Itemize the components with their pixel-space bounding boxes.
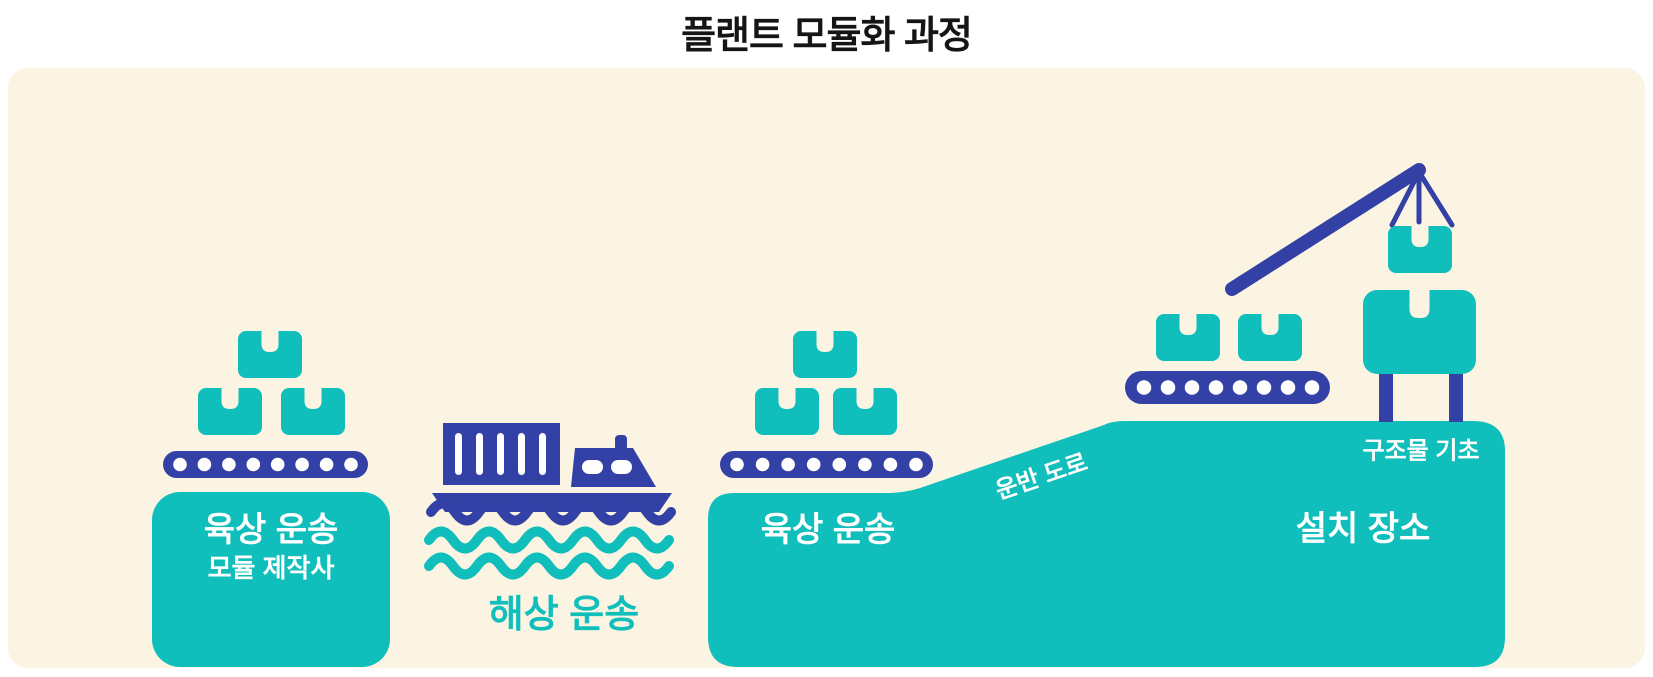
factory-stage-sublabel: 모듈 제작사 [208, 553, 335, 583]
conveyor-belt-icon [720, 451, 933, 478]
hanging-box [1388, 226, 1452, 273]
factory-stage: 육상 운송 모듈 제작사 [152, 331, 390, 667]
factory-block [152, 492, 390, 667]
sea-stage: 해상 운송 [429, 423, 672, 636]
sea-stage-label: 해상 운송 [489, 594, 639, 636]
site-stage: 구조물 기초 설치 장소 [1125, 163, 1480, 548]
conveyor-belt-icon [1125, 371, 1330, 404]
site-stage-label: 설치 장소 [1296, 510, 1431, 548]
page-title: 플랜트 모듈화 과정 [681, 15, 973, 57]
cargo-ship-icon [431, 423, 672, 521]
module-on-foundation-icon [1363, 290, 1476, 422]
foundation-label: 구조물 기초 [1362, 437, 1479, 464]
factory-stage-label: 육상 운송 [204, 511, 339, 549]
land-stage-label: 육상 운송 [761, 511, 896, 549]
land-platform [708, 421, 1505, 667]
crane-icon [1225, 163, 1455, 296]
conveyor-belt-icon [163, 451, 368, 478]
